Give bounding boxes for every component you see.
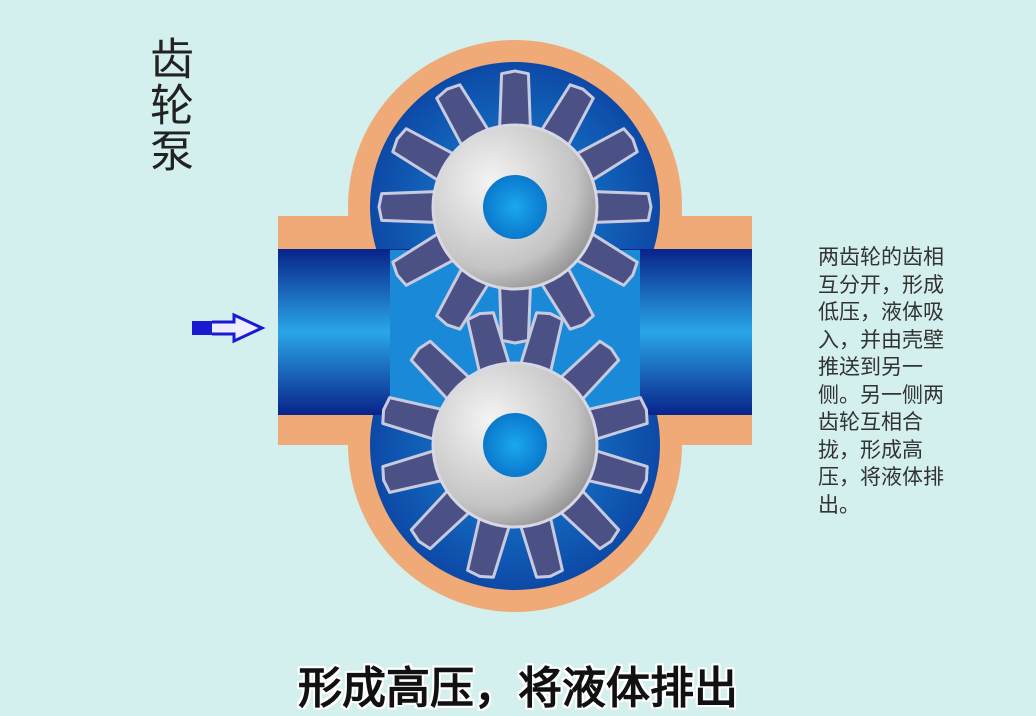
gear-tooth <box>589 190 653 224</box>
gear-shaft-hole <box>483 175 547 239</box>
diagram-title: 齿轮泵 <box>142 36 193 174</box>
inlet-arrow-icon <box>192 312 266 344</box>
subtitle-caption: 形成高压，将液体排出 <box>298 663 738 714</box>
description-text: 两齿轮的齿相互分开，形成低压，液体吸入，并由壳壁推送到另一侧。另一侧两齿轮互相合… <box>818 245 944 517</box>
gear-tooth <box>498 281 532 345</box>
gear-shaft-hole <box>483 413 547 477</box>
gear-tooth <box>498 69 532 133</box>
upper-gear <box>377 69 653 345</box>
gear-tooth <box>377 190 441 224</box>
lower-gear <box>381 311 649 579</box>
